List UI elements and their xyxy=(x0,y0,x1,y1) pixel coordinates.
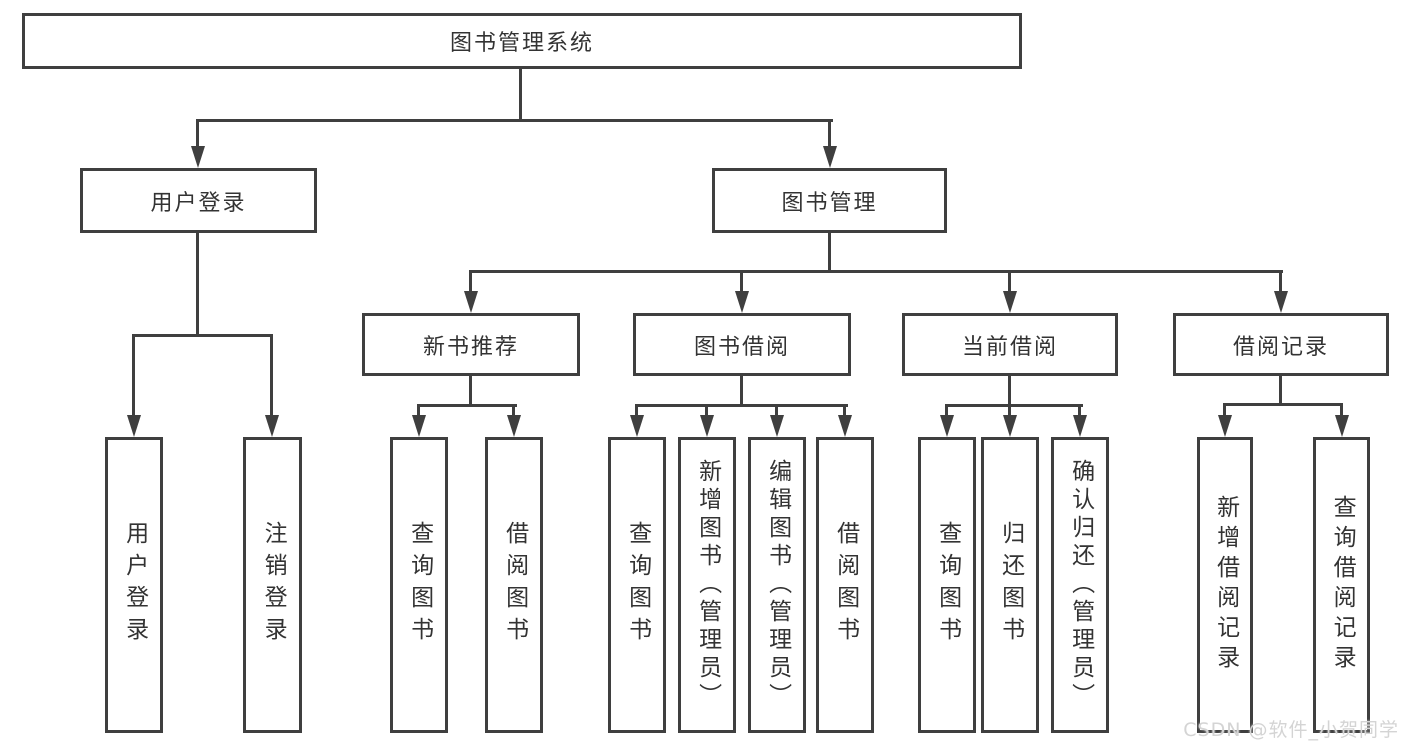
connector-line xyxy=(469,376,472,407)
arrow-down-icon xyxy=(412,415,426,437)
connector-line xyxy=(1008,270,1011,294)
node-label: 用户登录 xyxy=(121,521,148,649)
node-bb-borrow-book: 借阅图书 xyxy=(816,437,874,733)
node-nb-borrow-book: 借阅图书 xyxy=(485,437,543,733)
node-nb-query-book: 查询图书 xyxy=(390,437,448,733)
node-user-login: 用户登录 xyxy=(105,437,163,733)
connector-line xyxy=(705,404,708,420)
arrow-down-icon xyxy=(464,291,478,313)
node-br-add-record: 新增借阅记录 xyxy=(1197,437,1253,733)
arrow-down-icon xyxy=(700,415,714,437)
node-user-login-group: 用户登录 xyxy=(80,168,317,233)
node-label: 借阅图书 xyxy=(832,521,859,649)
connector-line xyxy=(196,119,199,151)
connector-line xyxy=(270,334,273,419)
node-borrow-records: 借阅记录 xyxy=(1173,313,1389,376)
node-bb-edit-book: 编辑图书（管理员） xyxy=(748,437,806,733)
arrow-down-icon xyxy=(735,291,749,313)
connector-line xyxy=(512,404,515,420)
connector-line xyxy=(1008,404,1011,420)
arrow-down-icon xyxy=(770,415,784,437)
node-bb-add-book: 新增图书（管理员） xyxy=(678,437,736,733)
connector-line xyxy=(519,69,522,121)
connector-line xyxy=(843,404,846,420)
arrow-down-icon xyxy=(940,415,954,437)
connector-line xyxy=(196,233,199,337)
node-label: 注销登录 xyxy=(260,521,287,649)
node-book-borrow: 图书借阅 xyxy=(633,313,851,376)
connector-line xyxy=(945,404,1083,407)
arrow-down-icon xyxy=(507,415,521,437)
connector-line xyxy=(740,376,743,407)
connector-line xyxy=(1279,376,1282,406)
connector-line xyxy=(828,119,831,151)
connector-line xyxy=(775,404,778,420)
node-label: 确认归还（管理员） xyxy=(1067,459,1094,711)
arrow-down-icon xyxy=(838,415,852,437)
watermark: CSDN @软件_小贺同学 xyxy=(1183,719,1399,741)
connector-line xyxy=(1223,403,1226,420)
connector-line xyxy=(417,404,420,420)
node-label: 新增借阅记录 xyxy=(1212,495,1239,675)
node-new-book-rec: 新书推荐 xyxy=(362,313,580,376)
connector-line xyxy=(945,404,948,420)
arrow-down-icon xyxy=(1003,291,1017,313)
node-label: 归还图书 xyxy=(997,521,1024,649)
node-label: 编辑图书（管理员） xyxy=(764,459,791,711)
connector-line xyxy=(132,334,273,337)
arrow-down-icon xyxy=(1274,291,1288,313)
node-br-query-record: 查询借阅记录 xyxy=(1313,437,1370,733)
connector-line xyxy=(1223,403,1343,406)
arrow-down-icon xyxy=(127,415,141,437)
connector-line xyxy=(1008,376,1011,407)
node-cb-confirm-return: 确认归还（管理员） xyxy=(1051,437,1109,733)
node-current-borrow: 当前借阅 xyxy=(902,313,1118,376)
arrow-down-icon xyxy=(823,146,837,168)
node-label: 查询图书 xyxy=(934,521,961,649)
node-cb-query-book: 查询图书 xyxy=(918,437,976,733)
arrow-down-icon xyxy=(1073,415,1087,437)
connector-line xyxy=(828,233,831,273)
node-label: 查询图书 xyxy=(406,521,433,649)
connector-line xyxy=(132,334,135,419)
node-root: 图书管理系统 xyxy=(22,13,1022,69)
connector-line xyxy=(1340,403,1343,420)
node-logout: 注销登录 xyxy=(243,437,302,733)
node-bb-query-book: 查询图书 xyxy=(608,437,666,733)
connector-line xyxy=(1279,270,1282,294)
connector-line xyxy=(1078,404,1081,420)
node-cb-return-book: 归还图书 xyxy=(981,437,1039,733)
node-book-mgmt-group: 图书管理 xyxy=(712,168,947,233)
node-label: 新增图书（管理员） xyxy=(694,459,721,711)
connector-line xyxy=(417,404,517,407)
arrow-down-icon xyxy=(191,146,205,168)
arrow-down-icon xyxy=(1003,415,1017,437)
arrow-down-icon xyxy=(630,415,644,437)
connector-line xyxy=(469,270,1283,273)
node-label: 借阅图书 xyxy=(501,521,528,649)
node-label: 查询借阅记录 xyxy=(1329,495,1356,675)
connector-line xyxy=(635,404,638,420)
connector-line xyxy=(740,270,743,294)
connector-line xyxy=(635,404,848,407)
arrow-down-icon xyxy=(265,415,279,437)
connector-line xyxy=(196,119,833,122)
arrow-down-icon xyxy=(1218,415,1232,437)
arrow-down-icon xyxy=(1335,415,1349,437)
connector-line xyxy=(469,270,472,294)
node-label: 查询图书 xyxy=(624,521,651,649)
